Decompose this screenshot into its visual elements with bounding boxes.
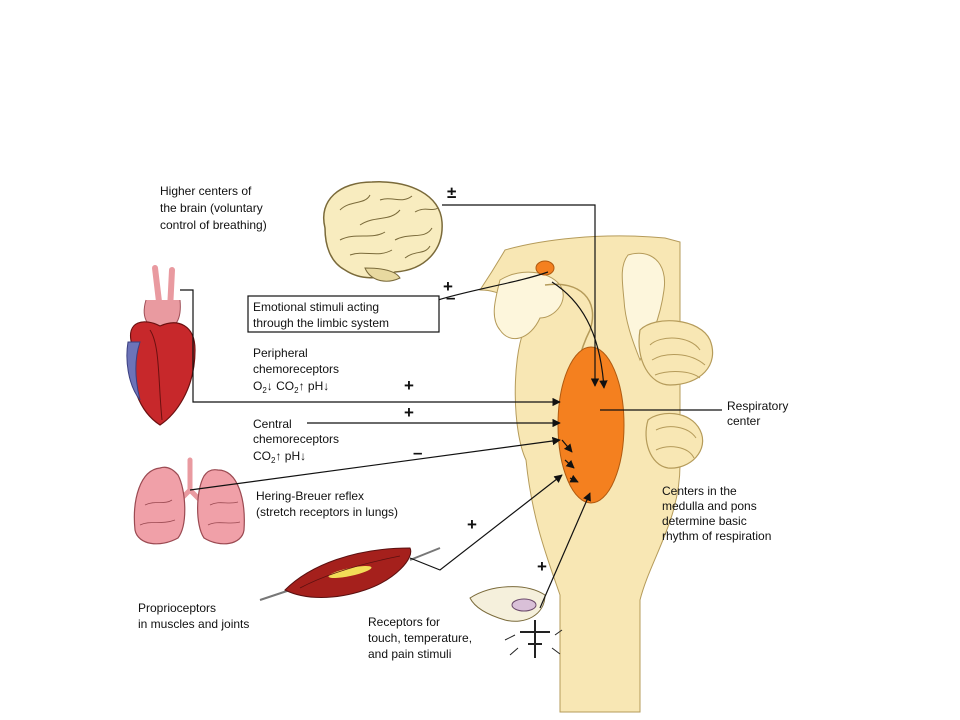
central-sign: +: [404, 403, 414, 422]
skin-receptors-sign: +: [537, 557, 547, 576]
higher-centers-label: Higher centers of the brain (voluntary c…: [160, 184, 267, 232]
brain-illustration: [323, 181, 443, 282]
emotional-plus-sign: +: [443, 277, 453, 296]
lungs-illustration: [133, 457, 245, 545]
emotional-stimuli-label: Emotional stimuli acting through the lim…: [253, 300, 389, 330]
peripheral-sign: +: [404, 376, 414, 395]
heart-illustration: [126, 265, 196, 426]
hering-breuer-label: Hering-Breuer reflex (stretch receptors …: [256, 489, 398, 519]
muscle-illustration: [259, 547, 441, 601]
respiratory-center-label: Respiratory center: [727, 399, 792, 428]
peripheral-chemoreceptors-label: Peripheral chemoreceptors: [253, 346, 339, 376]
proprioceptors-label: Proprioceptors in muscles and joints: [138, 601, 249, 631]
skin-receptors-label: Receptors for touch, temperature, and pa…: [368, 615, 475, 661]
limbic-spot: [535, 260, 555, 276]
higher-centers-sign: ±: [447, 183, 456, 202]
respiratory-center-shape: [557, 346, 625, 504]
peripheral-formula: O2↓ CO2↑ pH↓: [253, 379, 329, 395]
pathway-lines: [180, 204, 722, 609]
emotional-stimuli-box: [247, 295, 440, 333]
central-formula: CO2↑ pH↓: [253, 449, 306, 465]
skin-receptor-illustration: [469, 586, 563, 658]
emotional-minus-sign: –: [446, 288, 455, 307]
central-chemoreceptors-label: Central chemoreceptors: [253, 417, 339, 446]
proprioceptors-sign: +: [467, 515, 477, 534]
hering-breuer-sign: –: [413, 443, 422, 462]
medulla-pons-label: Centers in the medulla and pons determin…: [662, 484, 771, 543]
